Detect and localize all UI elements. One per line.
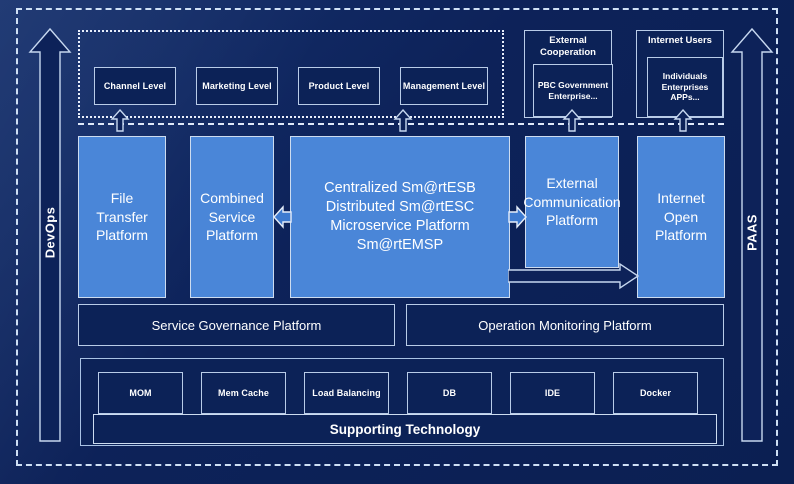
connector-esb-to-external-comm-arrow [508,202,528,232]
outer-dashed-frame [16,8,778,466]
platform-file-transfer[interactable]: File Transfer Platform [78,136,166,298]
external-cooperation-title: External Cooperation [540,35,596,59]
uplink-arrow-management [393,108,413,132]
support-component-mom[interactable]: MOM [98,372,183,414]
uplink-arrow-external-cooperation [562,108,582,132]
devops-arrow [28,26,72,444]
paas-label: PAAS [744,214,760,251]
internet-users-inner: Individuals Enterprises APPs... [647,57,723,117]
platform-combined-service[interactable]: Combined Service Platform [190,136,274,298]
platform-external-communication[interactable]: External Communication Platform [523,136,621,268]
internet-users-title: Internet Users [648,35,712,46]
connector-esb-to-combined-arrow [272,202,292,232]
level-box-channel[interactable]: Channel Level [94,67,176,105]
uplink-arrow-internet-users [673,108,693,132]
platform-internet-open[interactable]: Internet Open Platform [637,136,725,298]
connector-esb-to-internet-open-arrow [508,262,640,290]
external-cooperation-inner: PBC Government Enterprise... [533,64,613,117]
uplink-arrow-channel [110,108,130,132]
support-component-load-balancing[interactable]: Load Balancing [304,372,389,414]
supporting-technology-bar: Supporting Technology [93,414,717,444]
external-cooperation-box[interactable]: External Cooperation PBC Government Ente… [524,30,613,118]
operation-monitoring-platform[interactable]: Operation Monitoring Platform [406,304,724,346]
level-box-product[interactable]: Product Level [298,67,380,105]
level-box-management[interactable]: Management Level [400,67,488,105]
internet-users-box[interactable]: Internet Users Individuals Enterprises A… [636,30,724,118]
support-component-docker[interactable]: Docker [613,372,698,414]
support-component-mem-cache[interactable]: Mem Cache [201,372,286,414]
support-component-db[interactable]: DB [407,372,492,414]
paas-arrow [730,26,774,444]
level-box-marketing[interactable]: Marketing Level [196,67,278,105]
devops-label: DevOps [42,206,58,259]
support-component-ide[interactable]: IDE [510,372,595,414]
service-governance-platform[interactable]: Service Governance Platform [78,304,395,346]
consumer-levels-group [78,30,504,118]
platform-esb-esc-emsp[interactable]: Centralized Sm@rtESB Distributed Sm@rtES… [290,136,510,298]
